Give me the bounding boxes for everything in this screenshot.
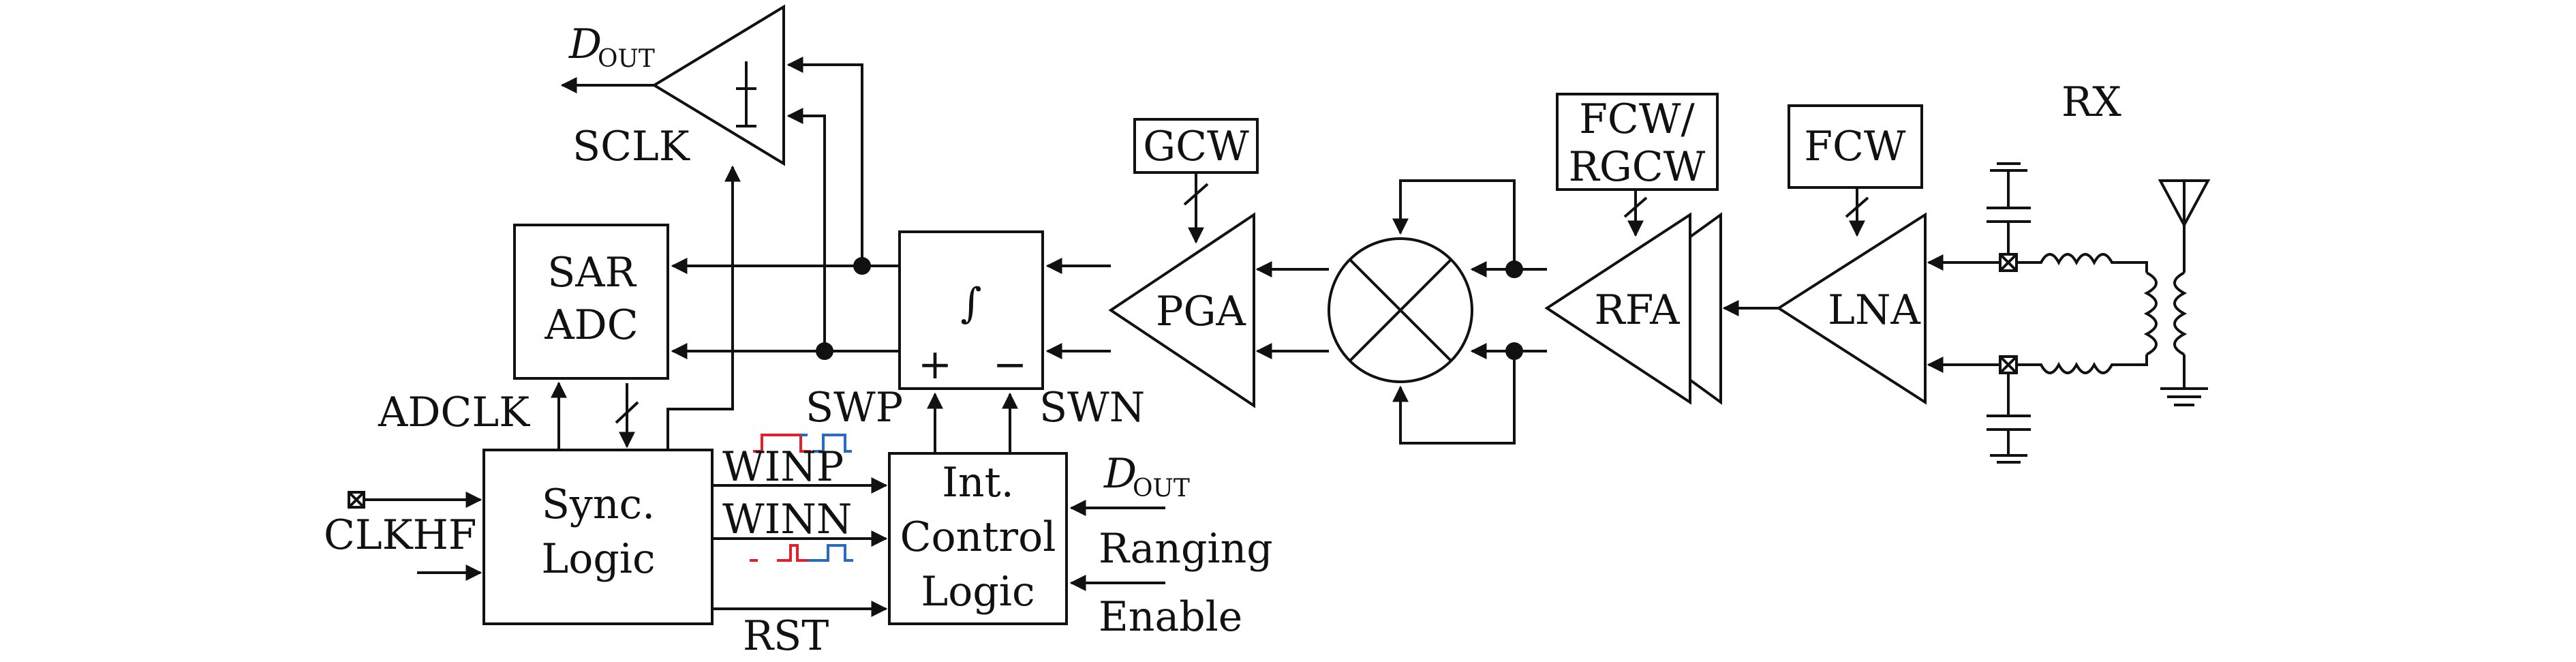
rf-input-network bbox=[1927, 162, 2211, 464]
integrator-symbol: ∫ bbox=[960, 280, 981, 327]
fcw-rgcw-box bbox=[1556, 93, 1719, 191]
int-control-logic-block bbox=[888, 452, 1068, 625]
sar-adc-label-line2: ADC bbox=[544, 301, 638, 349]
comparator bbox=[651, 4, 785, 166]
signal-wires bbox=[671, 57, 1779, 445]
sar-adc-block bbox=[513, 224, 669, 380]
fcw-label: FCW bbox=[1804, 123, 1906, 170]
swp-label: SWP bbox=[806, 384, 903, 432]
sclk-label: SCLK bbox=[572, 123, 690, 170]
dout-top-sub: OUT bbox=[598, 45, 655, 73]
winn-label: WINN bbox=[722, 496, 852, 543]
sync-logic-block bbox=[482, 449, 714, 625]
pga-label: PGA bbox=[1156, 288, 1246, 335]
lna-amplifier bbox=[1776, 212, 1927, 405]
fcw-rgcw-line2: RGCW bbox=[1569, 143, 1706, 191]
dout-right-label: D bbox=[1103, 450, 1137, 498]
integrator-minus: − bbox=[993, 341, 1027, 389]
sync-logic-line2: Logic bbox=[541, 535, 655, 583]
window-signals bbox=[712, 434, 888, 617]
rfa-amplifier bbox=[1544, 212, 1722, 405]
fcw-box bbox=[1788, 104, 1923, 189]
ranging-label: Ranging bbox=[1099, 525, 1273, 573]
int-control-line1: Int. bbox=[942, 459, 1014, 507]
rst-label: RST bbox=[743, 612, 829, 660]
sar-adc-label-line1: SAR bbox=[547, 249, 637, 297]
integrator-plus: + bbox=[918, 341, 952, 389]
gcw-label: GCW bbox=[1143, 123, 1249, 170]
dout-output: D OUT bbox=[560, 20, 655, 93]
fcw-rgcw-line1: FCW/ bbox=[1579, 95, 1695, 143]
enable-label: Enable bbox=[1099, 593, 1242, 641]
clkhf-input bbox=[348, 491, 482, 581]
rx-label: RX bbox=[2061, 78, 2121, 126]
int-control-line3: Logic bbox=[921, 568, 1034, 616]
pga-amplifier bbox=[1108, 212, 1255, 408]
dout-top-label: D bbox=[568, 20, 602, 68]
mixer bbox=[1328, 237, 1473, 383]
adclk-label: ADCLK bbox=[378, 389, 530, 436]
swn-label: SWN bbox=[1039, 384, 1145, 432]
lna-label: LNA bbox=[1828, 286, 1920, 334]
rfa-label: RFA bbox=[1595, 286, 1681, 334]
integrator-block bbox=[898, 230, 1044, 390]
gcw-box bbox=[1133, 118, 1259, 174]
winp-label: WINP bbox=[722, 443, 844, 491]
int-control-line2: Control bbox=[900, 513, 1056, 561]
clkhf-label: CLKHF bbox=[324, 511, 477, 559]
sync-logic-line1: Sync. bbox=[542, 481, 655, 528]
dout-right-sub: OUT bbox=[1133, 475, 1190, 502]
